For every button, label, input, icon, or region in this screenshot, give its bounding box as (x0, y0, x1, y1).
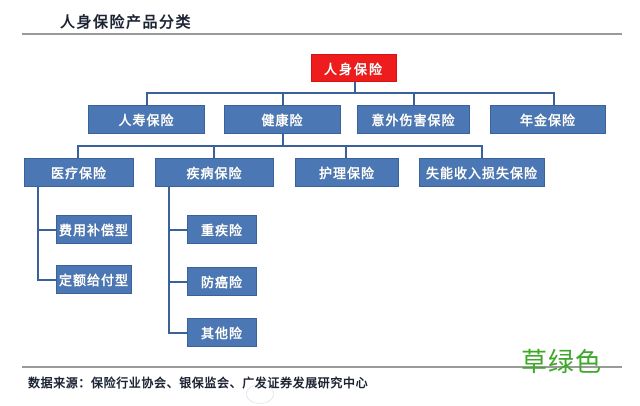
connector-level3-drop-3 (481, 145, 483, 158)
node-annuity-insurance[interactable]: 年金保险 (490, 105, 606, 134)
node-nursing-insurance[interactable]: 护理保险 (295, 158, 399, 187)
node-expense-reimbursement-type[interactable]: 费用补偿型 (56, 215, 132, 244)
connector-disease-stub-2 (168, 332, 188, 334)
node-accident-insurance[interactable]: 意外伤害保险 (357, 105, 470, 134)
connector-level3-drop-1 (213, 145, 215, 158)
node-label: 意外伤害保险 (371, 113, 456, 128)
connector-medical-spine (37, 187, 39, 281)
connector-level3-bus (77, 145, 483, 147)
connector-level2-drop-2 (413, 92, 415, 105)
node-label: 疾病保险 (186, 166, 243, 181)
watermark-stamp-icon (246, 384, 274, 404)
connector-root-stem (354, 82, 356, 93)
connector-disease-stub-1 (168, 281, 188, 283)
connector-level2-drop-0 (146, 92, 148, 105)
node-life-insurance[interactable]: 人寿保险 (88, 105, 205, 134)
connector-level2-drop-1 (282, 92, 284, 105)
connector-disease-stub-0 (168, 229, 188, 231)
connector-disease-spine (168, 187, 170, 333)
connector-health-stem (282, 134, 284, 146)
node-label: 年金保险 (519, 113, 576, 128)
node-label: 人身保险 (323, 61, 384, 77)
page-title: 人身保险产品分类 (60, 15, 193, 31)
node-cancer-insurance[interactable]: 防癌险 (187, 267, 257, 296)
connector-level3-drop-2 (345, 145, 347, 158)
node-label: 人寿保险 (118, 113, 175, 128)
node-label: 费用补偿型 (58, 223, 129, 238)
node-label: 医疗保险 (50, 166, 107, 181)
watermark-text: 草绿色 (521, 347, 603, 377)
node-label: 其他险 (200, 326, 243, 341)
node-other-insurance[interactable]: 其他险 (187, 318, 257, 347)
connector-medical-stub-1 (37, 279, 57, 281)
node-label: 护理保险 (318, 166, 375, 181)
node-disease-insurance[interactable]: 疾病保险 (155, 158, 274, 187)
node-label: 防癌险 (200, 275, 243, 290)
node-label: 失能收入损失保险 (425, 166, 538, 181)
node-medical-insurance[interactable]: 医疗保险 (24, 158, 134, 187)
footer-divider (22, 366, 622, 368)
node-label: 定额给付型 (58, 273, 129, 288)
connector-level2-drop-3 (553, 92, 555, 105)
connector-level3-drop-0 (77, 145, 79, 158)
source-note: 数据来源：保险行业协会、银保监会、广发证券发展研究中心 (28, 376, 369, 390)
node-critical-illness-insurance[interactable]: 重疾险 (187, 215, 257, 244)
node-health-insurance[interactable]: 健康险 (224, 105, 341, 134)
node-personal-insurance-root[interactable]: 人身保险 (311, 54, 397, 82)
node-fixed-benefit-type[interactable]: 定额给付型 (56, 265, 132, 294)
title-divider (22, 33, 622, 35)
node-label: 健康险 (261, 113, 304, 128)
connector-medical-stub-0 (37, 229, 57, 231)
connector-level2-bus (146, 92, 555, 94)
node-disability-income-insurance[interactable]: 失能收入损失保险 (419, 158, 545, 187)
node-label: 重疾险 (200, 223, 243, 238)
